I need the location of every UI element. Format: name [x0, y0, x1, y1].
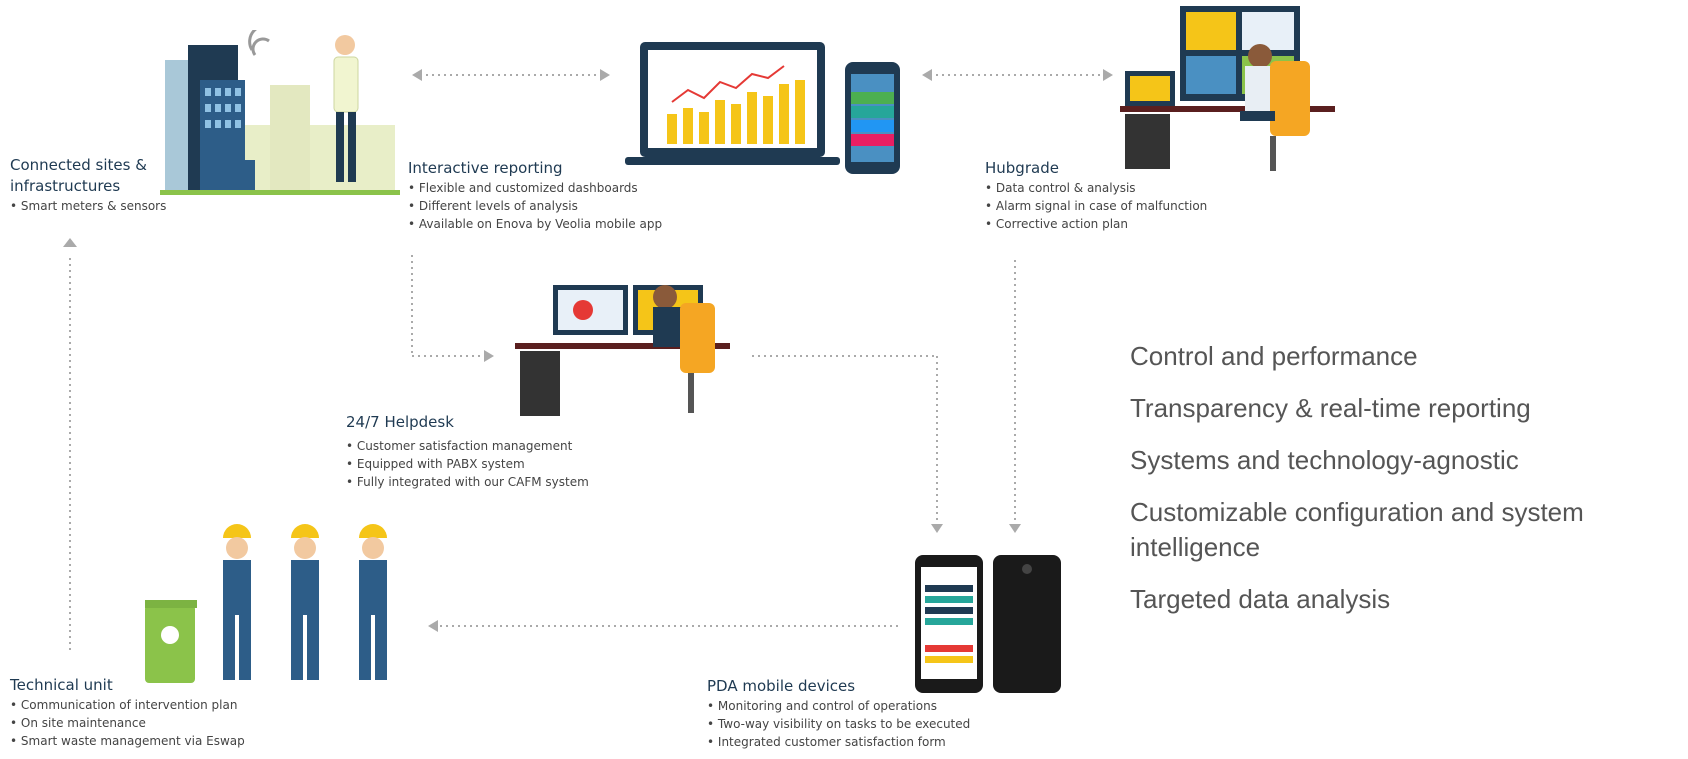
control-room-illustration: [1120, 6, 1335, 171]
bullet-list: Flexible and customized dashboards Diffe…: [408, 179, 738, 233]
bullet-item: Communication of intervention plan: [10, 696, 330, 714]
node-title: 24/7 Helpdesk: [346, 413, 454, 431]
benefit-item: Transparency & real-time reporting: [1130, 393, 1531, 423]
node-title: Interactive reporting: [408, 159, 563, 177]
bullet-item: Two-way visibility on tasks to be execut…: [707, 715, 1047, 733]
node-title: PDA mobile devices: [707, 677, 856, 695]
bullet-item: On site maintenance: [10, 714, 330, 732]
arrow-left-icon: [412, 69, 422, 81]
laptop-dashboard-illustration: [625, 42, 900, 174]
bullet-list: Data control & analysis Alarm signal in …: [985, 179, 1285, 233]
pda-devices-illustration: [915, 555, 1061, 693]
node-helpdesk: 24/7 Helpdesk Customer satisfaction mana…: [346, 412, 676, 491]
benefit-item: Customizable configuration and system in…: [1130, 497, 1584, 562]
bullet-item: Available on Enova by Veolia mobile app: [408, 215, 738, 233]
benefit-item: Targeted data analysis: [1130, 584, 1391, 614]
node-connected-sites: Connected sites & infrastructures Smart …: [10, 155, 200, 215]
bullet-item: Data control & analysis: [985, 179, 1285, 197]
bullet-item: Flexible and customized dashboards: [408, 179, 738, 197]
arrow-right-icon: [1103, 69, 1113, 81]
arrow-right-icon: [600, 69, 610, 81]
bullet-item: Alarm signal in case of malfunction: [985, 197, 1285, 215]
node-technical-unit: Technical unit Communication of interven…: [10, 675, 330, 750]
arrow-up-icon: [63, 238, 77, 247]
benefits-list: Control and performance Transparency & r…: [1130, 339, 1685, 634]
bullet-item: Fully integrated with our CAFM system: [346, 473, 676, 491]
bullet-item: Equipped with PABX system: [346, 455, 676, 473]
node-pda-devices: PDA mobile devices Monitoring and contro…: [707, 676, 1047, 751]
arrow-down-icon: [931, 524, 943, 533]
benefit-item: Systems and technology-agnostic: [1130, 445, 1519, 475]
node-title: Connected sites & infrastructures: [10, 156, 147, 195]
node-title: Hubgrade: [985, 159, 1059, 177]
benefit-item: Control and performance: [1130, 341, 1418, 371]
bullet-item: Smart waste management via Eswap: [10, 732, 330, 750]
bullet-list: Communication of intervention plan On si…: [10, 696, 330, 750]
bullet-item: Integrated customer satisfaction form: [707, 733, 1047, 751]
node-interactive-reporting: Interactive reporting Flexible and custo…: [408, 158, 738, 233]
arrow-down-icon: [1009, 524, 1021, 533]
bullet-item: Monitoring and control of operations: [707, 697, 1047, 715]
node-hubgrade: Hubgrade Data control & analysis Alarm s…: [985, 158, 1285, 233]
smart-city-illustration: [160, 30, 400, 195]
bullet-item: Smart meters & sensors: [10, 197, 200, 215]
bullet-list: Customer satisfaction management Equippe…: [346, 437, 676, 491]
arrow-right-icon: [484, 350, 494, 362]
helpdesk-illustration: [515, 285, 730, 416]
node-title: Technical unit: [10, 676, 113, 694]
bullet-item: Customer satisfaction management: [346, 437, 676, 455]
bullet-list: Monitoring and control of operations Two…: [707, 697, 1047, 751]
technicians-illustration: [145, 524, 387, 683]
bullet-list: Smart meters & sensors: [10, 197, 200, 215]
bullet-item: Corrective action plan: [985, 215, 1285, 233]
arrow-left-icon: [428, 620, 438, 632]
arrow-left-icon: [922, 69, 932, 81]
bullet-item: Different levels of analysis: [408, 197, 738, 215]
